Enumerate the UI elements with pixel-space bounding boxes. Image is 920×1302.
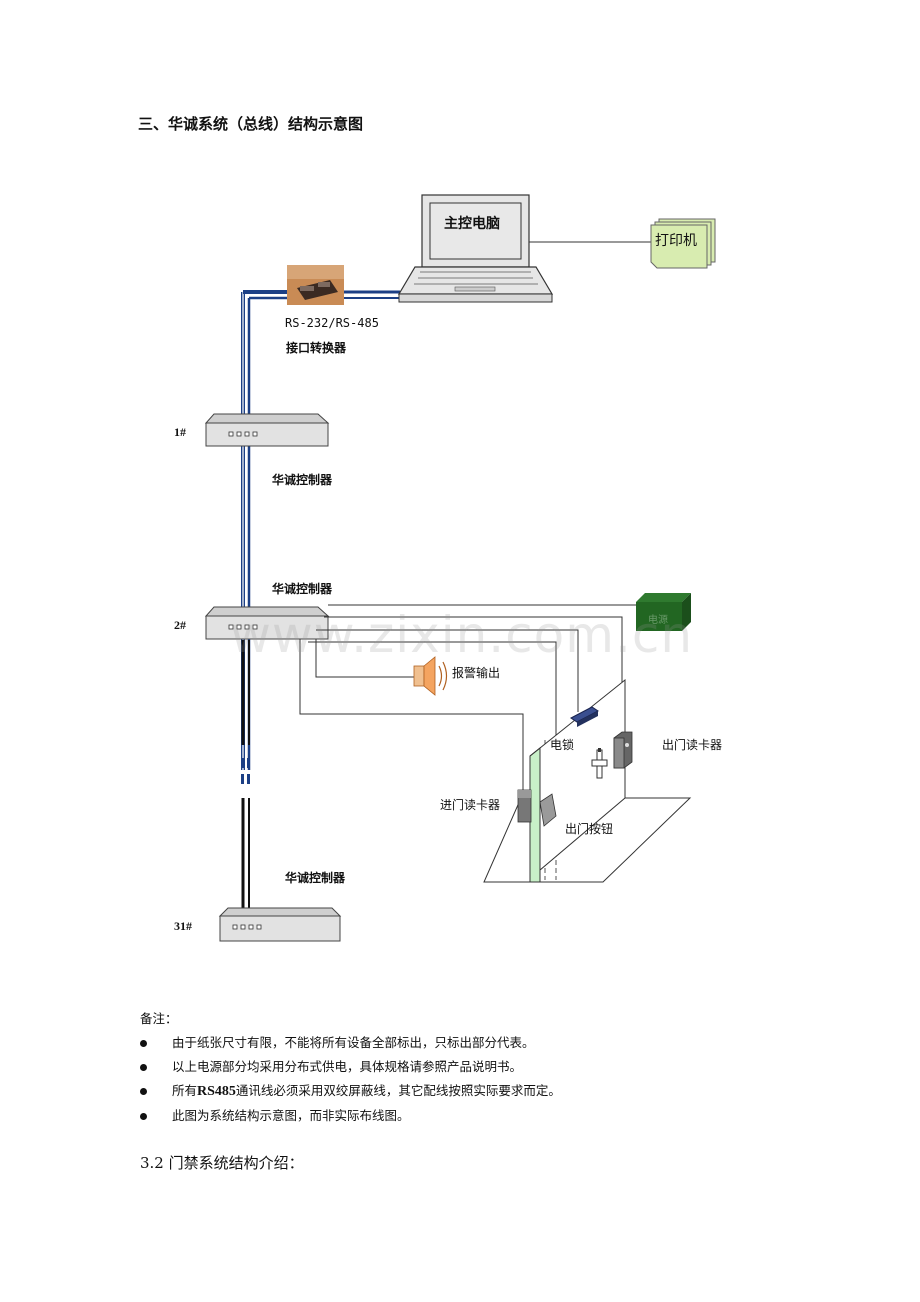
entry-reader-label: 进门读卡器 xyxy=(440,798,501,812)
note-text-bold: RS485 xyxy=(197,1084,236,1099)
pc-label: 主控电脑 xyxy=(444,216,500,232)
note-item: 所有RS485通讯线必须采用双绞屏蔽线，其它配线按照实际要求而定。 xyxy=(140,1079,561,1104)
controller-1-number: 1# xyxy=(174,425,186,439)
notes-section: 备注： 由于纸张尺寸有限，不能将所有设备全部标出，只标出部分代表。 以上电源部分… xyxy=(140,1007,561,1128)
lock-label: 电锁 xyxy=(550,738,575,752)
note-text: 由于纸张尺寸有限，不能将所有设备全部标出，只标出部分代表。 xyxy=(172,1035,535,1050)
system-diagram xyxy=(204,194,716,942)
note-item: 以上电源部分均采用分布式供电，具体规格请参照产品说明书。 xyxy=(140,1055,561,1079)
door-panel xyxy=(529,678,626,883)
laptop-icon xyxy=(397,194,554,303)
page-heading: 三、华诚系统（总线）结构示意图 xyxy=(138,115,364,133)
bus-cable-lower xyxy=(241,640,250,908)
door-floor xyxy=(483,797,692,883)
controller-1-label: 华诚控制器 xyxy=(272,473,333,487)
power-supply-icon xyxy=(636,593,691,631)
alarm-speaker-icon xyxy=(413,656,448,696)
bullet-icon xyxy=(140,1064,147,1071)
controller-2-icon xyxy=(204,606,330,640)
section-heading: 3.2 门禁系统结构介绍： xyxy=(140,1154,304,1172)
electric-lock-icon xyxy=(570,706,599,727)
power-label: 电源 xyxy=(648,615,668,626)
printer-label: 打印机 xyxy=(655,233,697,249)
entry-reader-icon xyxy=(517,789,532,823)
exit-reader-icon xyxy=(613,731,633,769)
controller-1-icon xyxy=(204,413,330,447)
controller-31-number: 31# xyxy=(174,919,192,933)
watermark: www.zixin.com.cn xyxy=(230,606,694,664)
bullet-icon xyxy=(140,1040,147,1047)
alarm-label: 报警输出 xyxy=(452,666,501,680)
controller-31-label: 华诚控制器 xyxy=(285,871,346,885)
bus-cable xyxy=(241,290,400,770)
exit-reader-label: 出门读卡器 xyxy=(662,738,723,752)
note-text: 以上电源部分均采用分布式供电，具体规格请参照产品说明书。 xyxy=(172,1059,523,1074)
notes-list: 由于纸张尺寸有限，不能将所有设备全部标出，只标出部分代表。 以上电源部分均采用分… xyxy=(140,1031,561,1128)
bullet-icon xyxy=(140,1088,147,1095)
notes-title: 备注： xyxy=(140,1011,178,1026)
controller-2-number: 2# xyxy=(174,618,186,632)
note-text-prefix: 所有 xyxy=(172,1083,198,1098)
note-text-suffix: 通讯线必须采用双绞屏蔽线，其它配线按照实际要求而定。 xyxy=(235,1083,561,1098)
converter-icon xyxy=(287,265,344,305)
exit-button-icon xyxy=(539,793,557,827)
converter-label: 接口转换器 xyxy=(286,341,347,355)
bullet-icon xyxy=(140,1113,147,1120)
note-text: 此图为系统结构示意图，而非实际布线图。 xyxy=(172,1108,410,1123)
note-item: 此图为系统结构示意图，而非实际布线图。 xyxy=(140,1104,561,1128)
controller-2-label: 华诚控制器 xyxy=(272,582,333,596)
printer-icon xyxy=(650,218,716,269)
converter-model: RS-232/RS-485 xyxy=(285,316,379,330)
note-item: 由于纸张尺寸有限，不能将所有设备全部标出，只标出部分代表。 xyxy=(140,1031,561,1055)
exit-button-label: 出门按钮 xyxy=(565,822,614,836)
controller-31-icon xyxy=(218,907,342,942)
